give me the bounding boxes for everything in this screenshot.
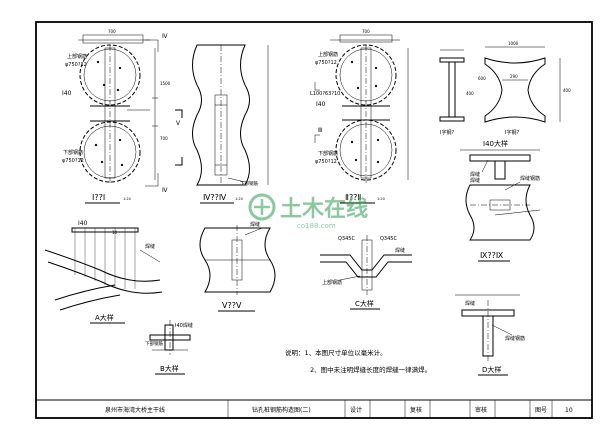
v6-title: Ⅰ40大样: [483, 139, 508, 148]
v7-beam: Ⅰ40: [78, 220, 88, 227]
notes: 说明：1、本图尺寸单位以毫米计。 2、图中未注明焊缝长度的焊缝一律满焊。: [285, 348, 431, 374]
v2-label: 下部钢筋: [240, 180, 258, 187]
v2-scale: 1:20: [235, 197, 243, 201]
check-label: 复核: [410, 406, 422, 414]
view-9: Q345C Q345C 焊缝 上部钢筋 C大样: [320, 235, 412, 310]
watermark-sub: co188.com: [297, 222, 336, 230]
v6-label: 焊缝: [470, 171, 480, 178]
view-7: Ⅰ40 焊缝 10 A大样: [44, 220, 163, 324]
v9-weld: 焊缝: [395, 247, 405, 254]
v2-title: Ⅳ??Ⅳ: [203, 193, 227, 202]
view-8: 焊缝 Ⅴ??Ⅴ: [199, 221, 276, 312]
v1-beam: Ⅰ40: [62, 90, 72, 97]
v1-side-a: 1500: [160, 81, 171, 86]
v11-weld: 下部钢筋: [145, 340, 163, 347]
view-2: Ⅴ 下部钢筋 Ⅳ??Ⅳ 1:20: [175, 44, 269, 204]
v5-dim-top: 1000: [508, 41, 519, 46]
design-label: 设计: [350, 406, 362, 414]
v3-scale: 1:20: [377, 197, 385, 201]
v9-rebar-b: Q345C: [380, 236, 397, 242]
v5-dim-mid: 290: [510, 74, 518, 79]
review-label: 审核: [475, 406, 487, 414]
view-11: Ⅰ40焊缝 下部钢筋 B大样: [145, 320, 193, 375]
view-4: 400 Ⅰ字钢?: [439, 49, 474, 136]
sheet-label: 图号: [535, 407, 547, 414]
v3-title: Ⅱ??Ⅱ: [345, 193, 361, 202]
v3-mark: Ⅲ: [318, 127, 322, 134]
view-1: 700 上部钢筋 φ750?12 Ⅰ40 下部钢筋 φ750?12 1500 7…: [62, 29, 171, 204]
v1-top-spec: φ750?12: [65, 62, 87, 68]
v3-bot-spec: φ750?12: [315, 159, 337, 165]
v8-label: 焊缝: [250, 221, 260, 228]
v3-dim: 700: [362, 29, 370, 34]
v11-label: Ⅰ40焊缝: [175, 322, 193, 329]
watermark-main: 土木在线: [280, 196, 368, 222]
v1-bot-spec: φ750?12: [62, 158, 84, 164]
v12-label: 焊缝: [465, 300, 475, 307]
note-line-1: 说明：1、本图尺寸单位以毫米计。: [285, 348, 387, 357]
v4-dim: 400: [466, 91, 474, 96]
v1-mark-bot: Ⅳ: [162, 187, 168, 194]
v12-weld: 焊缝钢筋: [505, 335, 525, 342]
v9-title: C大样: [355, 299, 374, 308]
v1-title: Ⅰ??Ⅰ: [92, 193, 105, 202]
v1-bot-rebar: 下部钢筋: [63, 149, 83, 156]
v1-mark-top: Ⅳ: [162, 33, 168, 40]
v10-title: Ⅸ??Ⅸ: [480, 251, 504, 260]
view-10: 焊缝 焊缝钢筋 Ⅸ??Ⅸ: [465, 175, 541, 262]
v4-title: Ⅰ字钢?: [440, 129, 454, 136]
v3-top-rebar: 上部钢筋: [318, 51, 338, 58]
view-6: 焊缝 Ⅰ40大样: [460, 139, 540, 180]
v5-dim-right: 400: [563, 88, 571, 93]
v1-top-rebar: 上部钢筋: [67, 53, 87, 60]
sheet-number: 10: [565, 407, 573, 414]
v7-dim: 10: [112, 230, 118, 235]
v7-weld: 焊缝: [145, 243, 155, 250]
drawing-name: 钻孔桩钢筋构造图(二): [252, 406, 311, 414]
v9-rebar-a: Q345C: [338, 236, 355, 242]
v1-side-b: 700: [160, 136, 168, 141]
v9-label: 上部钢筋: [322, 279, 342, 286]
project-name: 泉州市海湾大桥主干线: [105, 406, 165, 414]
v7-title: A大样: [95, 313, 114, 322]
v3-top-spec: φ750?12: [315, 60, 337, 66]
v3-beam: Ⅰ40: [316, 101, 326, 108]
view-5: 1000 600 290 400 Ⅰ字钢?: [478, 41, 571, 136]
v11-title: B大样: [160, 364, 179, 373]
v10-weld: 焊缝: [470, 177, 480, 184]
title-block: 泉州市海湾大桥主干线 钻孔桩钢筋构造图(二) 设计 复核 审核 图号 10: [35, 399, 593, 419]
v12-title: D大样: [482, 365, 501, 374]
view-3: 700 上部钢筋 φ750?12 L100?63?10 Ⅰ40 Ⅲ 下部钢筋 φ…: [310, 29, 409, 204]
v10-label: 焊缝钢筋: [520, 175, 540, 182]
v3-mid-spec: L100?63?10: [310, 91, 340, 97]
v8-title: Ⅴ??Ⅴ: [222, 301, 242, 310]
note-line-2: 2、图中未注明焊缝长度的焊缝一律满焊。: [310, 365, 431, 374]
v2-mark: Ⅴ: [176, 120, 181, 127]
v1-dim: 700: [108, 29, 116, 34]
v5-dim-left: 600: [478, 76, 486, 81]
view-12: 焊缝 焊缝钢筋 D大样: [455, 294, 525, 376]
v1-scale: 1:20: [123, 197, 131, 201]
v3-bot-rebar: 下部钢筋: [318, 150, 338, 157]
v5-title: Ⅰ字钢?: [505, 129, 519, 136]
watermark: 土木在线 co188.com: [248, 193, 368, 230]
